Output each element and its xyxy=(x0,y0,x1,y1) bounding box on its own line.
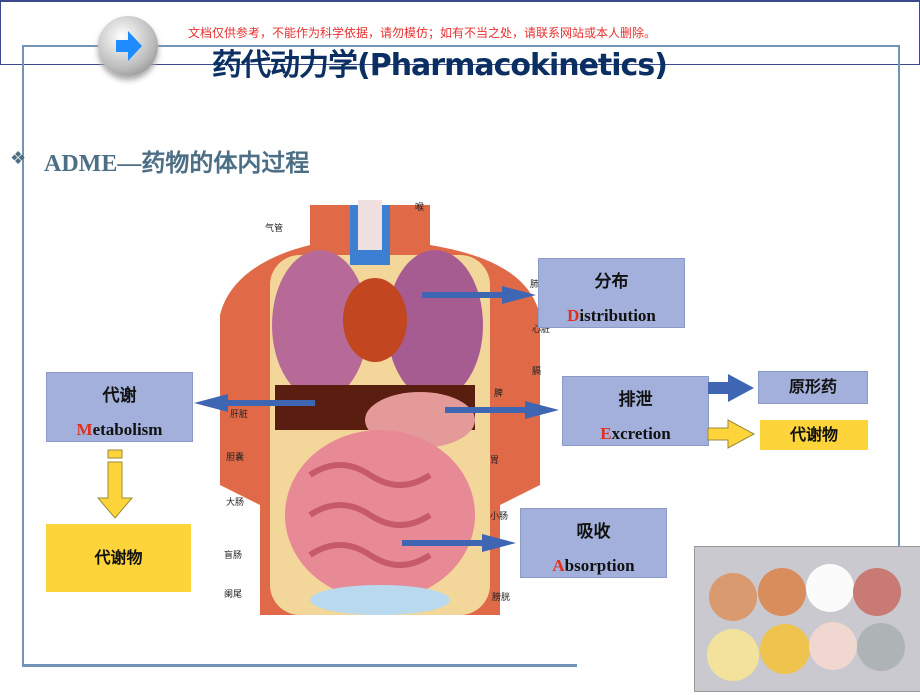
box-en: Absorption xyxy=(552,556,635,575)
parent-drug-box: 原形药 xyxy=(758,371,868,404)
box-cn: 分布 xyxy=(594,272,629,291)
organ-label: 膈 xyxy=(532,367,542,377)
box-cn: 排泄 xyxy=(618,390,653,409)
box-en: Distribution xyxy=(567,306,656,325)
page-title: 药代动力学(Pharmacokinetics) xyxy=(212,48,668,83)
pills-photo xyxy=(694,546,920,692)
absorption-box: 吸收 Absorption xyxy=(520,508,667,578)
nav-arrow-icon[interactable] xyxy=(98,16,158,76)
anatomy-illustration xyxy=(220,200,540,615)
frame-bottom xyxy=(22,664,577,667)
organ-label: 脾 xyxy=(494,389,504,399)
organ-label: 喉 xyxy=(415,203,425,213)
excretion-box: 排泄 Excretion xyxy=(562,376,709,446)
organ-label: 胃 xyxy=(490,456,500,466)
content-frame xyxy=(22,45,900,667)
organ-label: 盲肠 xyxy=(224,551,243,561)
box-en: Excretion xyxy=(600,424,671,443)
organ-label: 肺 xyxy=(530,280,540,290)
organ-label: 心脏 xyxy=(532,325,551,335)
organ-label: 小肠 xyxy=(490,512,509,522)
box-cn: 代谢 xyxy=(102,386,137,405)
box-cn: 吸收 xyxy=(576,522,611,541)
metabolite-right-box: 代谢物 xyxy=(760,420,868,450)
organ-label: 阑尾 xyxy=(224,590,243,600)
subtitle: ADME—药物的体内过程 xyxy=(44,151,310,177)
distribution-box: 分布 Distribution xyxy=(538,258,685,328)
notice-text: 文档仅供参考，不能作为科学依据，请勿模仿；如有不当之处，请联系网站或本人删除。 xyxy=(188,26,657,40)
organ-label: 膀胱 xyxy=(492,593,511,603)
metabolite-left-box: 代谢物 xyxy=(46,524,191,592)
metabolism-box: 代谢 Metabolism xyxy=(46,372,193,442)
diamond-bullet-icon: ❖ xyxy=(10,148,27,169)
organ-label: 肝脏 xyxy=(230,410,249,420)
organ-label: 大肠 xyxy=(226,498,245,508)
box-en: Metabolism xyxy=(76,420,163,439)
organ-label: 气管 xyxy=(265,224,284,234)
organ-label: 胆囊 xyxy=(226,453,245,463)
